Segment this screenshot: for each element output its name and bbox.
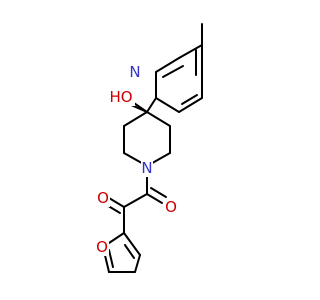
molecule-structure: N HO N O O O xyxy=(95,23,203,273)
atom-label-ketone-o2: O xyxy=(96,189,110,207)
piperidine-ring xyxy=(123,111,171,167)
pyridine-nitrogen-label: N xyxy=(129,63,140,81)
atom-label-furan-o: O xyxy=(95,238,109,256)
furan-oxygen-label: O xyxy=(96,238,108,256)
ketone-oxygen-label-left: O xyxy=(97,189,109,207)
pyridine-ring xyxy=(155,44,203,113)
piperidine-nitrogen-label: N xyxy=(141,159,152,177)
atom-label-ketone-o1: O xyxy=(164,198,178,216)
ketone-oxygen-label-right: O xyxy=(165,198,177,216)
atom-label-piperidine-n: N xyxy=(141,159,153,177)
atom-label-hydroxyl: HO xyxy=(107,88,135,106)
carbonyl-chain xyxy=(104,165,167,234)
hydroxyl-label: HO xyxy=(109,88,132,106)
atom-label-pyridine-n: N xyxy=(129,63,141,81)
